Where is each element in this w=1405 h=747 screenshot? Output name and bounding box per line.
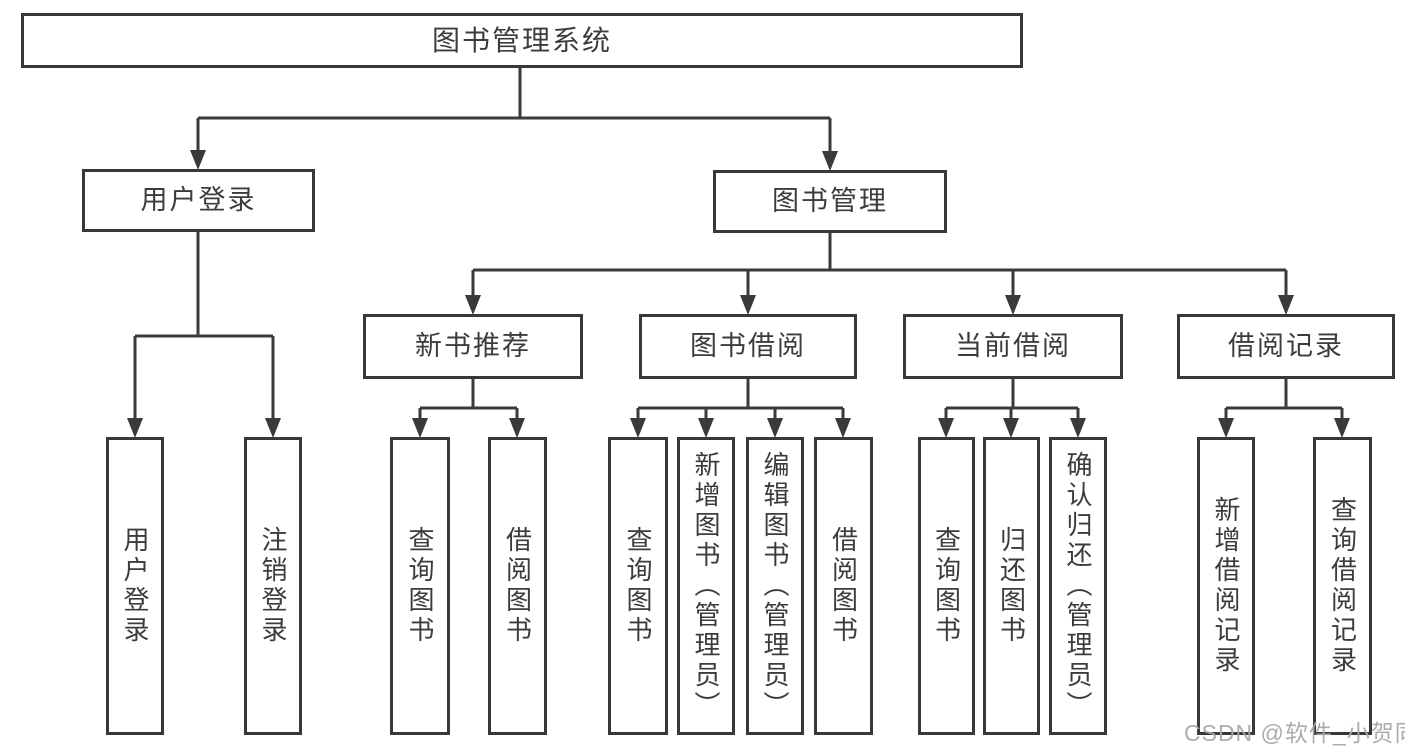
node-label: 新增借阅记录 bbox=[1211, 496, 1241, 676]
node-library-management-system: 图书管理系统 bbox=[21, 13, 1023, 68]
leaf-query-book-borrowing: 查询图书 bbox=[608, 437, 668, 735]
node-label: 用户登录 bbox=[140, 185, 257, 215]
leaf-user-login: 用户登录 bbox=[106, 437, 164, 735]
leaf-confirm-return-admin: 确认归还（管理员） bbox=[1049, 437, 1107, 735]
leaf-borrow-book-recommend: 借阅图书 bbox=[488, 437, 547, 735]
node-label: 图书管理 bbox=[772, 186, 888, 216]
node-label: 图书借阅 bbox=[690, 331, 806, 361]
arrowhead-icons bbox=[127, 150, 1350, 438]
leaf-return-book: 归还图书 bbox=[983, 437, 1040, 735]
leaf-query-borrow-record: 查询借阅记录 bbox=[1313, 437, 1372, 735]
node-label: 新书推荐 bbox=[415, 331, 531, 361]
node-label: 确认归还（管理员） bbox=[1063, 451, 1093, 721]
node-label: 图书管理系统 bbox=[431, 24, 612, 56]
node-label: 注销登录 bbox=[258, 526, 288, 646]
node-label: 借阅图书 bbox=[828, 526, 859, 646]
leaf-borrow-book: 借阅图书 bbox=[814, 437, 873, 735]
node-label: 查询图书 bbox=[623, 526, 653, 646]
leaf-query-book-current: 查询图书 bbox=[918, 437, 975, 735]
node-label: 当前借阅 bbox=[955, 331, 1071, 361]
node-label: 归还图书 bbox=[996, 526, 1027, 646]
node-label: 查询图书 bbox=[405, 526, 435, 646]
csdn-watermark: CSDN @软件_小贺同学 bbox=[1184, 720, 1405, 746]
node-label: 编辑图书（管理员） bbox=[760, 451, 790, 721]
node-current-borrowing: 当前借阅 bbox=[903, 314, 1123, 379]
node-label: 查询借阅记录 bbox=[1327, 496, 1358, 676]
leaf-edit-book-admin: 编辑图书（管理员） bbox=[746, 437, 804, 735]
node-label: 新增图书（管理员） bbox=[691, 451, 721, 721]
node-book-management-branch: 图书管理 bbox=[713, 170, 947, 233]
node-label: 借阅记录 bbox=[1228, 331, 1344, 361]
leaf-logout: 注销登录 bbox=[244, 437, 302, 735]
node-label: 用户登录 bbox=[120, 526, 150, 646]
node-borrowing-records: 借阅记录 bbox=[1177, 314, 1395, 379]
leaf-add-book-admin: 新增图书（管理员） bbox=[677, 437, 735, 735]
node-label: 查询图书 bbox=[931, 526, 962, 646]
node-label: 借阅图书 bbox=[502, 526, 533, 646]
node-user-login-branch: 用户登录 bbox=[82, 169, 315, 232]
leaf-add-borrow-record: 新增借阅记录 bbox=[1197, 437, 1255, 735]
node-book-borrowing: 图书借阅 bbox=[639, 314, 857, 379]
node-new-book-recommend: 新书推荐 bbox=[363, 314, 583, 379]
leaf-query-book-recommend: 查询图书 bbox=[390, 437, 450, 735]
